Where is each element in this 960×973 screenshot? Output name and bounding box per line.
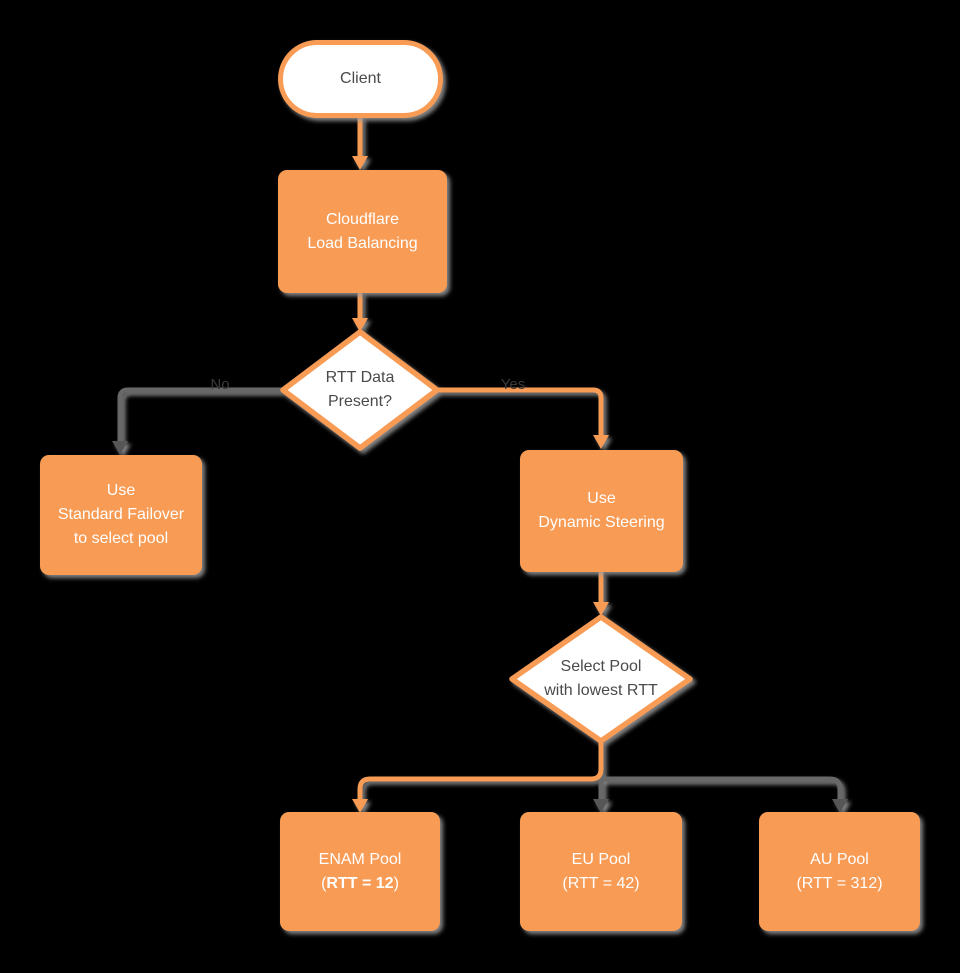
node-enam-pool-rtt-suffix: ): [393, 874, 399, 892]
node-load-balancer-label: Cloudflare Load Balancing: [307, 210, 418, 252]
edge-label-yes: Yes: [500, 375, 526, 393]
node-dynamic-steering-label: Use Dynamic Steering: [538, 490, 665, 531]
node-enam-pool-rtt: (RTT = 12): [321, 872, 399, 896]
edge-label-no: No: [210, 375, 230, 393]
edge-yes-line: [435, 387, 604, 436]
edge-yes-arrowhead-icon: [593, 435, 609, 449]
edge-enam-arrowhead-icon: [352, 799, 368, 813]
decision-select-pool-shape: [509, 614, 693, 744]
edge-steering-decision-arrowhead-icon: [593, 602, 609, 616]
edge-lb-decision-arrowhead-icon: [352, 318, 368, 332]
edge-no-line: [117, 387, 285, 442]
edge-enam-line: [357, 741, 604, 800]
node-enam-pool-rtt-value: RTT = 12: [326, 874, 394, 892]
node-au-pool-title: AU Pool: [810, 850, 869, 868]
node-load-balancer: Cloudflare Load Balancing: [278, 170, 447, 293]
decision-rtt-present-label: RTT Data Present?: [325, 369, 395, 410]
node-eu-pool-rtt: (RTT = 42): [562, 874, 640, 892]
decision-rtt-present-shape: [280, 329, 440, 451]
edge-au-arrowhead-icon: [832, 799, 848, 813]
edge-no-arrowhead-icon: [112, 441, 128, 455]
edge-eu-arrowhead-icon: [593, 799, 609, 813]
node-enam-pool: ENAM Pool (RTT = 12): [280, 812, 440, 931]
node-client-label: Client: [340, 70, 381, 87]
node-standard-failover: Use Standard Failover to select pool: [40, 455, 202, 575]
node-eu-pool-title: EU Pool: [571, 850, 631, 868]
node-enam-pool-rtt-prefix: (: [321, 874, 327, 892]
edge-au-line: [601, 776, 843, 800]
node-eu-pool: EU Pool (RTT = 42): [520, 812, 682, 931]
node-au-pool: AU Pool (RTT = 312): [759, 812, 920, 931]
node-standard-failover-label: Use Standard Failover to select pool: [57, 482, 185, 547]
node-dynamic-steering: Use Dynamic Steering: [520, 450, 683, 572]
node-au-pool-rtt: (RTT = 312): [796, 874, 883, 892]
node-enam-pool-title: ENAM Pool: [318, 850, 402, 868]
decision-select-pool-label: Select Pool with lowest RTT: [544, 658, 658, 699]
edge-client-lb-arrowhead-icon: [352, 156, 368, 170]
node-client: Client: [278, 40, 443, 118]
